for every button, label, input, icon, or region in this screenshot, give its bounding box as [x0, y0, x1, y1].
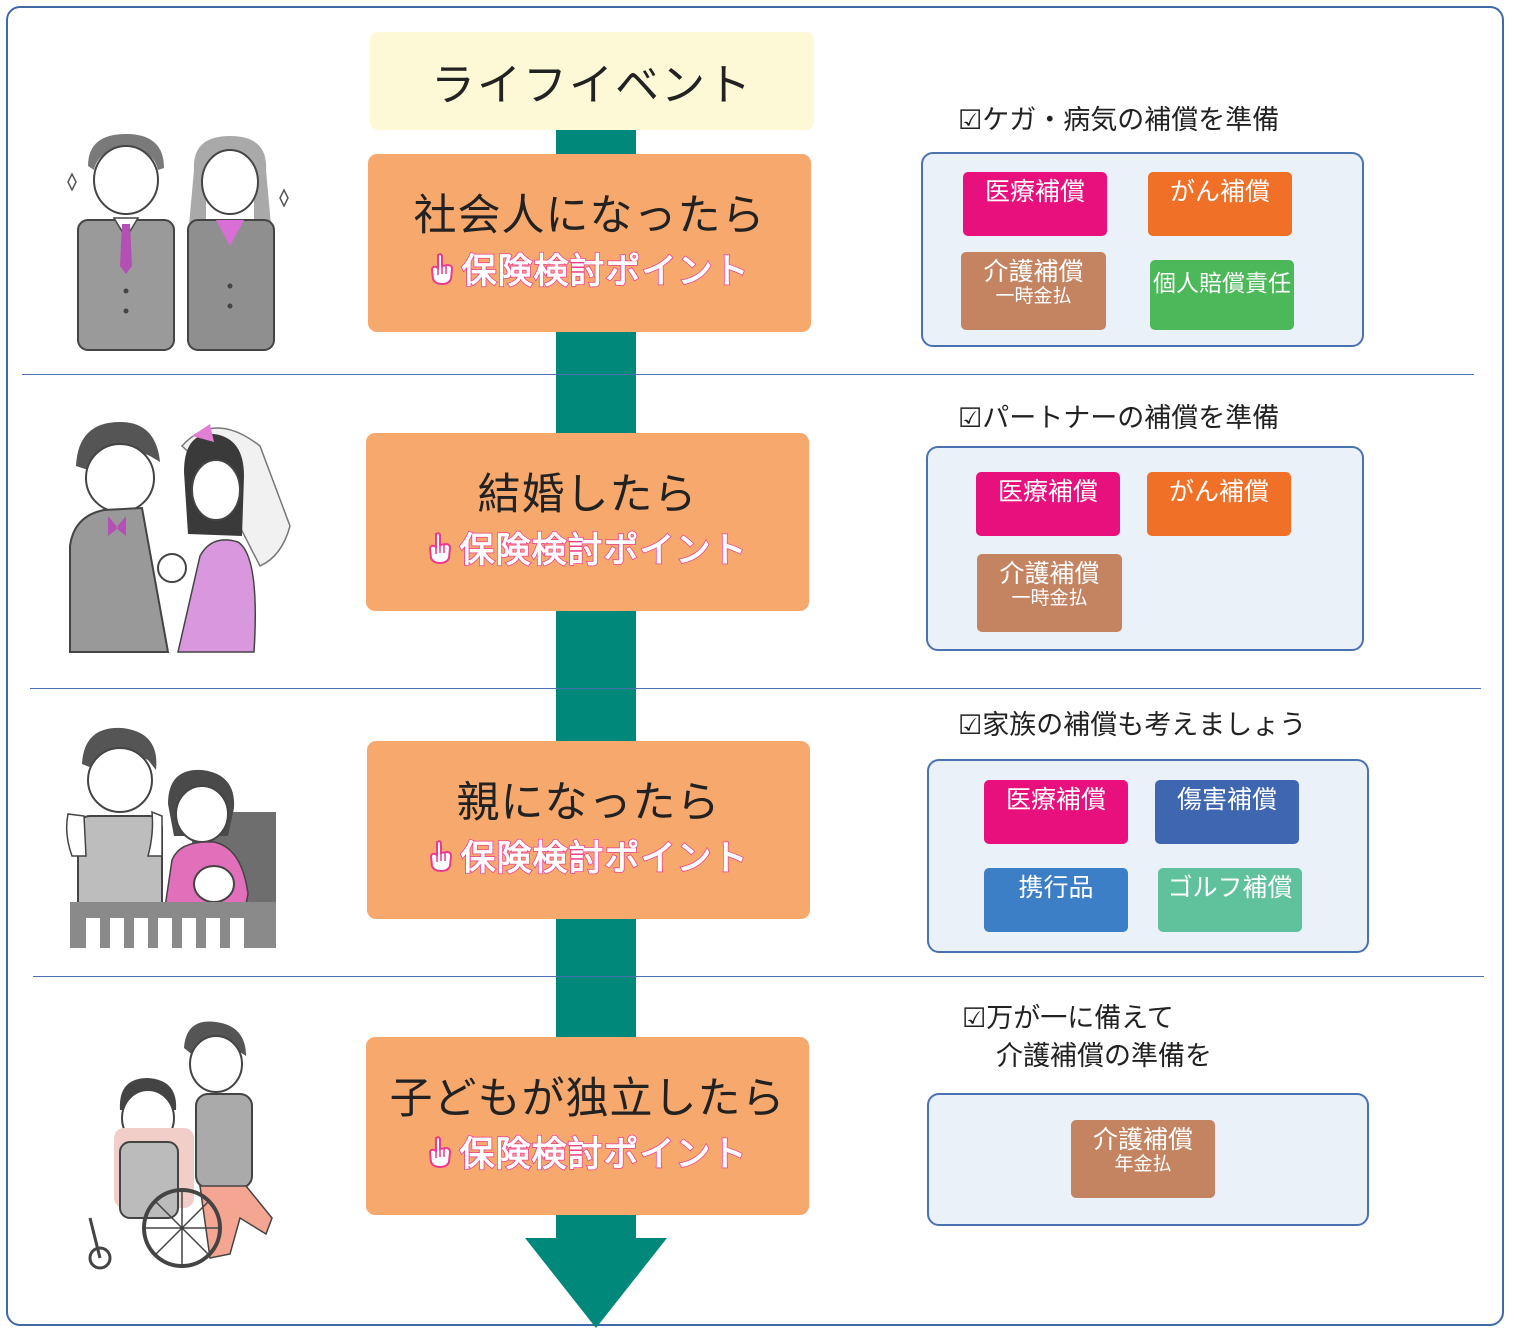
coverage-panel: 医療補償 傷害補償 携行品 ゴルフ補償: [927, 759, 1369, 953]
coverage-chip-medical: 医療補償: [976, 472, 1120, 536]
check-heading: ☑パートナーの補償を準備: [958, 400, 1279, 438]
coverage-chip-liability: 個人賠償責任: [1150, 260, 1294, 330]
header-title: ライフイベント: [431, 60, 753, 111]
insurance-point-label: 保険検討ポイント: [459, 1134, 748, 1176]
wheelchair-caregiver-illustration: [88, 1021, 273, 1270]
stage-title: 子どもが独立したら: [389, 1073, 786, 1124]
check-heading-line: ☑パートナーの補償を準備: [958, 403, 1280, 434]
section-divider: [22, 374, 1474, 375]
stage-marriage: 結婚したら 保険検討ポイント: [366, 433, 809, 611]
coverage-chip-accident: 傷害補償: [1155, 780, 1299, 844]
check-heading-line: ☑家族の補償も考えましょう: [958, 710, 1307, 741]
insurance-point: 保険検討ポイント: [429, 243, 749, 294]
stage-new-employee: 社会人になったら 保険検討ポイント: [368, 154, 811, 332]
check-heading: ☑ケガ・病気の補償を準備: [958, 102, 1279, 140]
stage-empty-nest: 子どもが独立したら 保険検討ポイント: [366, 1037, 809, 1215]
coverage-chip-belongings: 携行品: [984, 868, 1128, 932]
stage-title: 社会人になったら: [413, 190, 766, 241]
coverage-chip-medical: 医療補償: [984, 780, 1128, 844]
outer-frame: [6, 6, 1504, 1326]
section-divider: [30, 688, 1481, 689]
family-with-baby-illustration: [65, 727, 276, 948]
section-divider: [33, 976, 1484, 977]
stage-title: 親になったら: [456, 777, 721, 828]
check-heading-line: 介護補償の準備を: [996, 1040, 1212, 1072]
coverage-panel: 医療補償 がん補償 介護補償 一時金払 個人賠償責任: [921, 152, 1364, 347]
coverage-chip-medical: 医療補償: [963, 172, 1107, 236]
check-heading: ☑家族の補償も考えましょう: [958, 707, 1306, 745]
insurance-point-label: 保険検討ポイント: [461, 251, 750, 293]
insurance-point: 保険検討ポイント: [428, 830, 748, 881]
wedding-couple-illustration: [69, 422, 291, 653]
insurance-point-label: 保険検討ポイント: [459, 530, 748, 572]
coverage-chip-nursing: 介護補償 一時金払: [977, 554, 1122, 632]
pointing-hand-icon: [429, 531, 452, 564]
coverage-chip-nursing: 介護補償 一時金払: [961, 252, 1106, 330]
coverage-chip-cancer: がん補償: [1147, 472, 1291, 536]
check-heading: ☑万が一に備えて 介護補償の準備を: [962, 1000, 1212, 1076]
pointing-hand-icon: [429, 1135, 452, 1168]
coverage-panel: 医療補償 がん補償 介護補償 一時金払: [926, 446, 1364, 651]
stage-title: 結婚したら: [477, 469, 698, 520]
stage-parenthood: 親になったら 保険検討ポイント: [367, 741, 810, 919]
coverage-chip-nursing-pension: 介護補償 年金払: [1071, 1120, 1215, 1198]
coverage-chip-golf: ゴルフ補償: [1158, 868, 1302, 932]
check-heading-line: ☑ケガ・病気の補償を準備: [958, 105, 1280, 136]
check-heading-line: ☑万が一に備えて: [962, 1003, 1174, 1034]
new-employees-illustration: [67, 134, 289, 351]
pointing-hand-icon: [430, 839, 453, 872]
life-event-header: ライフイベント: [370, 32, 814, 130]
insurance-point: 保険検討ポイント: [427, 1126, 747, 1177]
insurance-point-label: 保険検討ポイント: [460, 838, 749, 880]
insurance-point: 保険検討ポイント: [427, 522, 747, 573]
coverage-chip-cancer: がん補償: [1148, 172, 1292, 236]
pointing-hand-icon: [431, 252, 454, 285]
coverage-panel: 介護補償 年金払: [927, 1093, 1369, 1226]
